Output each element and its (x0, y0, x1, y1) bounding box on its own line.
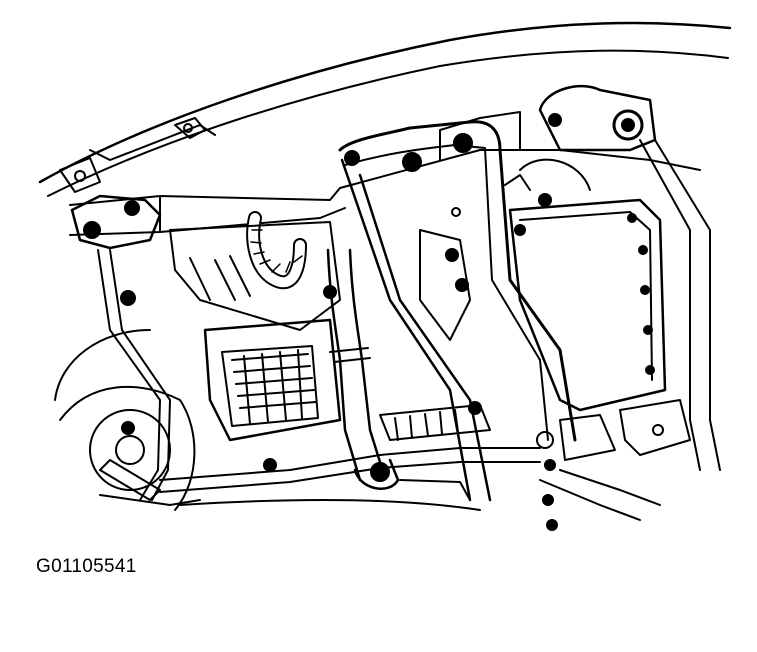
underbody-lines (180, 470, 660, 520)
center-brace (340, 122, 575, 500)
lower-right-bracket (537, 400, 690, 530)
figure-code-label: G01105541 (36, 556, 137, 577)
wheel-arc (55, 330, 276, 510)
right-module-box (505, 160, 665, 410)
grille (222, 346, 318, 426)
cross-member (70, 112, 700, 235)
upper-body-panel (40, 23, 730, 196)
engine-compartment-line-drawing (0, 0, 757, 540)
lower-rod (160, 402, 540, 492)
corrugated-hose (251, 218, 302, 282)
right-mount-bracket (540, 86, 720, 470)
vertical-hose (328, 250, 398, 489)
air-box (121, 222, 340, 440)
